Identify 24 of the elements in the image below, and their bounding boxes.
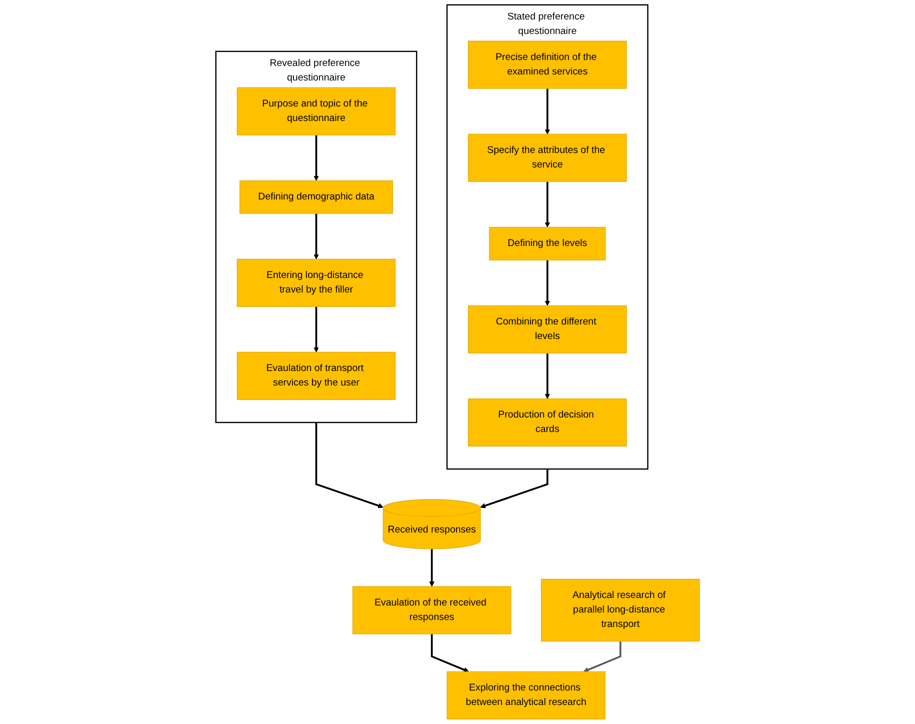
node-box: Specify the attributes of the service [468,134,627,182]
arrow [313,135,319,181]
node-box: Defining demographic data [239,180,393,214]
arrow [315,422,384,508]
node-box: Defining the levels [488,226,606,260]
arrow [430,634,469,672]
arrow [544,88,550,134]
node-box: Evaulation of transport services by the user [236,352,396,400]
arrow [544,353,550,400]
arrow [313,306,319,352]
arrow [583,641,622,672]
arrow [313,214,319,260]
node-box: Analytical research of parallel long-distance transport [540,578,700,642]
node-box: Evaulation of the received responses [352,586,512,634]
node-box: Entering long-distance travel by the filler [236,258,396,307]
arrow [428,548,434,587]
node-box: Combining the different levels [468,305,627,354]
node-box: Purpose and topic of the questionnaire [236,87,396,136]
arrow [544,260,550,306]
node-box: Precise definition of the examined services [468,40,627,89]
arrow [480,469,548,508]
node-box: Production of decision cards [468,398,627,447]
node-box: Exploring the connections between analytical research [446,671,606,720]
arrow [544,182,550,228]
